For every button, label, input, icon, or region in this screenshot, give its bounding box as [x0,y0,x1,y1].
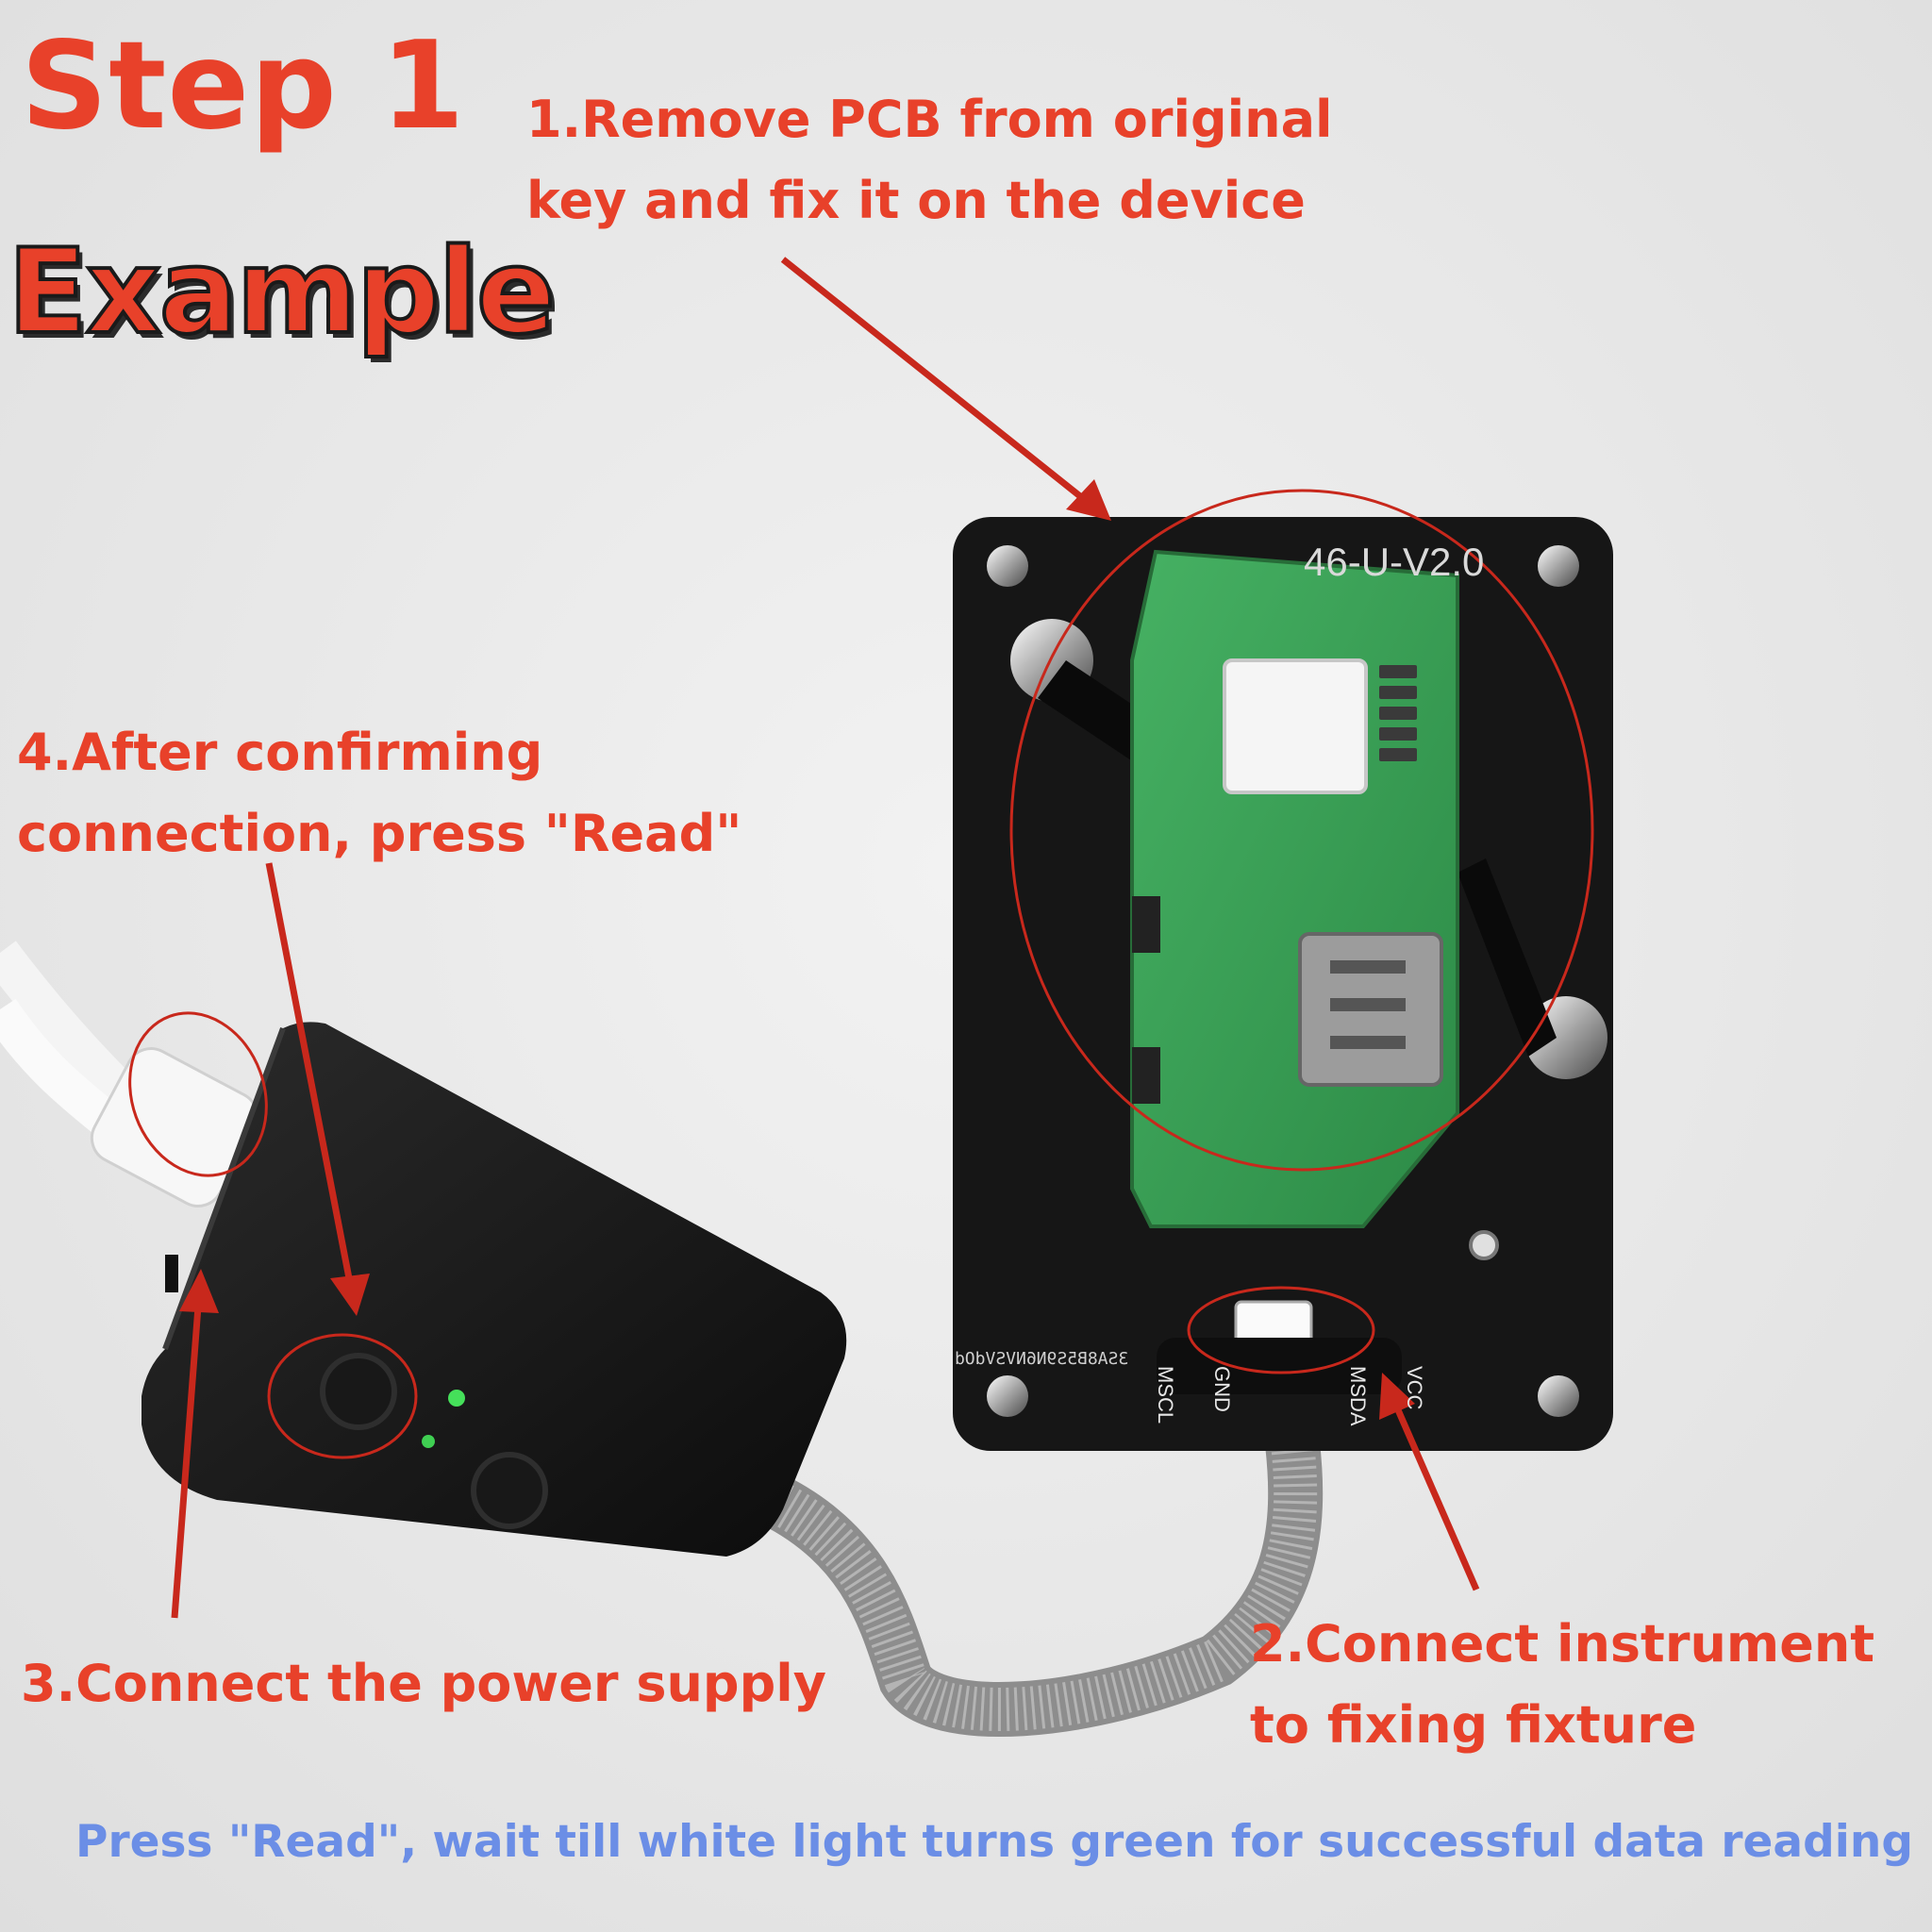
highlight-ellipses [128,489,1594,1459]
ribbon-cable [760,1368,1324,1737]
pcb-board [1130,549,1459,1228]
note-remove-pcb-line1: 1.Remove PCB from original [526,90,1333,149]
pin-label-mscl: MSCL [1154,1366,1177,1424]
reader-device [142,1022,847,1557]
usb-cable [0,941,259,1208]
board-model-label: 46-U-V2.0 [1304,540,1485,584]
note-power-supply: 3.Connect the power supply [21,1654,826,1713]
status-led-bottom [422,1435,435,1448]
pin-label-gnd: GND [1210,1366,1234,1412]
note-connect-instrument-line1: 2.Connect instrument [1250,1614,1875,1674]
write-button[interactable] [471,1452,548,1529]
note-remove-pcb: 1.Remove PCB from original key and fix i… [526,79,1333,242]
pin-label-msda: MSDA [1346,1366,1370,1426]
chip [1223,658,1368,794]
note-connect-instrument: 2.Connect instrument to fixing fixture [1250,1604,1874,1766]
pin-label-vcc: VCC [1403,1366,1426,1410]
status-led-top [448,1390,465,1407]
note-press-read-line1: 4.After confirming [17,723,543,782]
step-title: Step 1 [21,16,466,157]
note-press-read: 4.After confirming connection, press "Re… [17,712,741,874]
fixture-serial-print: 3SA8B5S9N6NVSVdOd [955,1349,1129,1369]
note-press-read-line2: connection, press "Read" [17,804,742,863]
footer-instruction: Press "Read", wait till white light turn… [75,1816,1913,1868]
example-title: Example [6,225,558,360]
read-button[interactable] [320,1353,397,1430]
pointer-arrows [171,257,1480,1619]
note-connect-instrument-line2: to fixing fixture [1250,1695,1697,1755]
fixture-connector [1157,1300,1402,1394]
note-remove-pcb-line2: key and fix it on the device [526,171,1306,230]
